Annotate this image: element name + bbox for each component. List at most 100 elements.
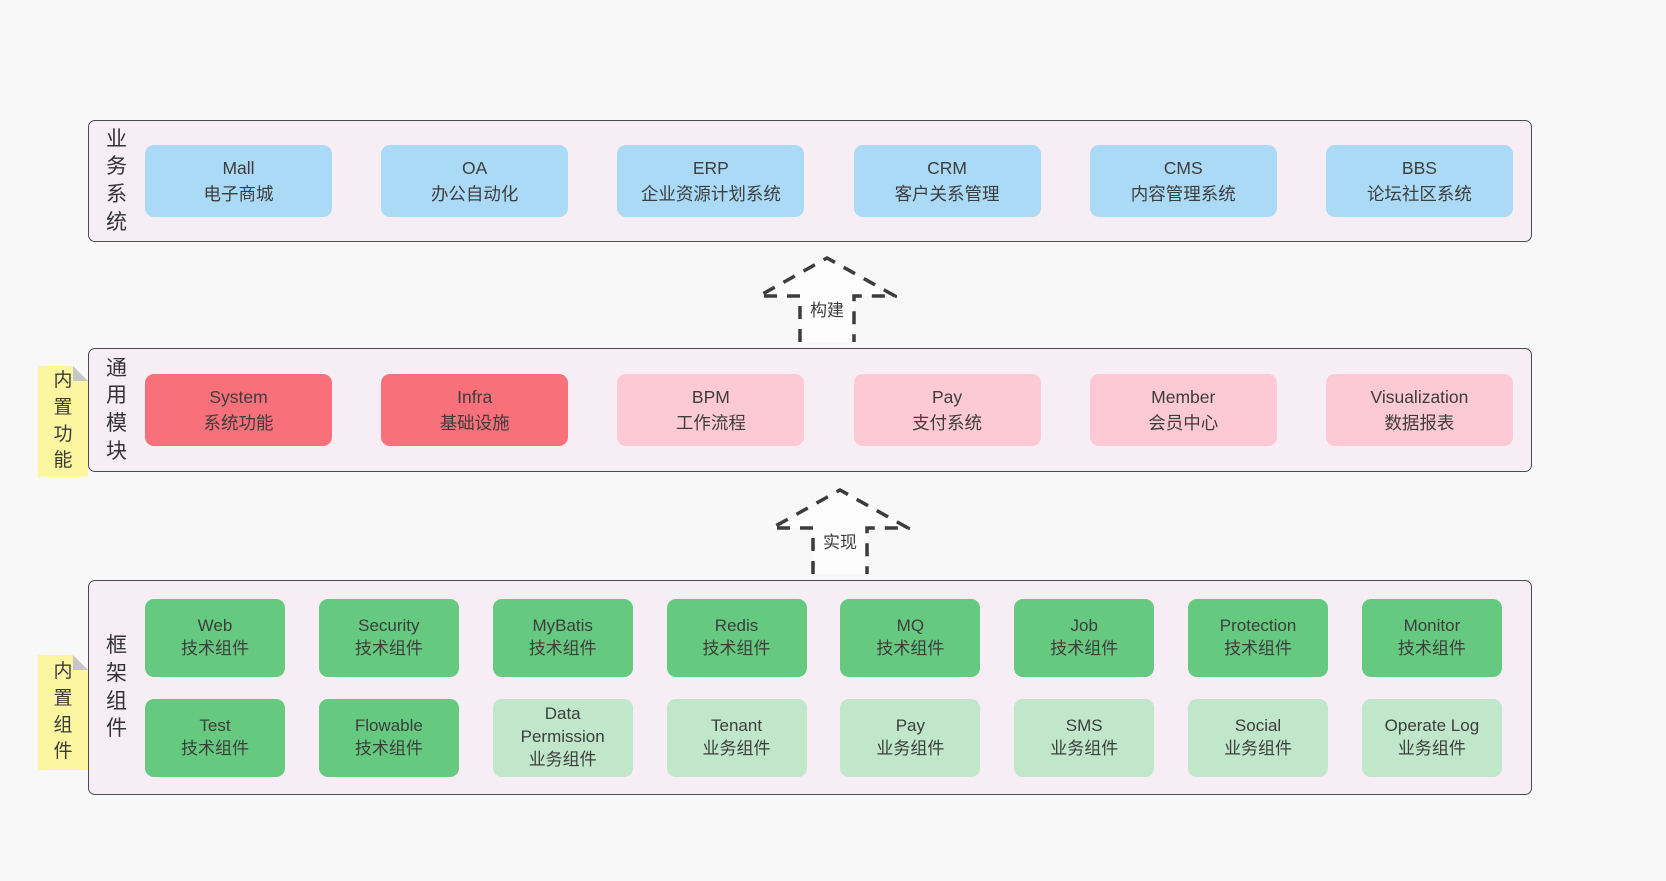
layer-common-modules-panel: 通用模块 System 系统功能 Infra 基础设施 BPM 工作流程 Pay… [88,348,1532,472]
box-operate-log: Operate Log 业务组件 [1361,698,1502,777]
layer-business-systems: 业务系统 Mall 电子商城 OA 办公自动化 ERP 企业资源计划系统 CRM… [88,120,1532,242]
box-title: ERP [692,157,729,178]
box-title: Pay [931,386,963,407]
box-title: CMS [1163,157,1203,178]
layer-title-framework-components: 框架组件 [89,581,145,794]
sticky-note-builtin-components: 内置组件 [38,655,88,770]
box-subtitle: 业务组件 [876,738,945,758]
implement-arrow-label: 实现 [820,528,860,553]
box-mq: MQ 技术组件 [840,598,981,677]
box-title: Flowable [354,715,423,735]
box-test: Test 技术组件 [145,698,285,777]
box-title: Infra [457,386,493,407]
box-subtitle: 企业资源计划系统 [640,184,781,204]
component-row-1: Web 技术组件 Security 技术组件 MyBatis 技术组件 Redi… [145,598,1502,677]
box-title: MyBatis [532,615,593,635]
sticky-note-text: 内置组件 [53,661,73,763]
sticky-note-builtin-features: 内置功能 [38,366,88,477]
sticky-note-text: 内置功能 [53,370,73,472]
box-redis: Redis 技术组件 [666,598,807,677]
box-title: BBS [1401,157,1437,178]
box-subtitle: 技术组件 [354,638,423,658]
box-subtitle: 技术组件 [702,638,771,658]
box-system: System 系统功能 [145,374,332,446]
layer-framework-components-panel: 框架组件 Web 技术组件 Security 技术组件 MyBatis 技术组件… [88,580,1532,795]
layer-title-common-modules: 通用模块 [89,349,145,471]
box-tenant: Tenant 业务组件 [666,698,807,777]
box-subtitle: 技术组件 [528,638,597,658]
box-title: Data Permission [520,704,605,747]
build-arrow: 构建 [757,256,897,342]
box-subtitle: 业务组件 [1224,738,1293,758]
box-pay: Pay 支付系统 [853,374,1041,446]
box-cms: CMS 内容管理系统 [1089,145,1277,217]
box-subtitle: 业务组件 [702,738,771,758]
box-subtitle: 技术组件 [1397,638,1466,658]
box-mall: Mall 电子商城 [145,145,332,217]
box-title: OA [462,157,488,178]
layer-business-systems-panel: 业务系统 Mall 电子商城 OA 办公自动化 ERP 企业资源计划系统 CRM… [88,120,1532,242]
box-title: Operate Log [1384,715,1480,735]
box-title: Test [199,715,231,735]
box-infra: Infra 基础设施 [381,374,569,446]
layer-common-modules: 内置功能 通用模块 System 系统功能 Infra 基础设施 BPM 工作流… [88,348,1532,472]
layer-framework-components: 内置组件 框架组件 Web 技术组件 Security 技术组件 MyBatis… [88,580,1532,795]
box-erp: ERP 企业资源计划系统 [617,145,805,217]
box-subtitle: 技术组件 [354,738,423,758]
box-title: SMS [1065,715,1103,735]
box-sms: SMS 业务组件 [1014,698,1155,777]
box-title: BPM [691,386,730,407]
box-monitor: Monitor 技术组件 [1361,598,1502,677]
box-security: Security 技术组件 [318,598,459,677]
box-data-permission: Data Permission 业务组件 [492,698,633,777]
business-boxes: Mall 电子商城 OA 办公自动化 ERP 企业资源计划系统 CRM 客户关系… [145,121,1513,241]
box-subtitle: 支付系统 [912,413,983,433]
box-title: Tenant [711,715,763,735]
box-subtitle: 技术组件 [876,638,945,658]
box-subtitle: 电子商城 [203,184,274,204]
box-subtitle: 办公自动化 [430,184,519,204]
component-grid: Web 技术组件 Security 技术组件 MyBatis 技术组件 Redi… [145,581,1502,794]
component-row-2: Test 技术组件 Flowable 技术组件 Data Permission … [145,698,1502,777]
box-mybatis: MyBatis 技术组件 [492,598,633,677]
box-title: Security [358,615,420,635]
box-subtitle: 基础设施 [439,413,510,433]
build-arrow-label: 构建 [807,296,847,321]
box-crm: CRM 客户关系管理 [853,145,1041,217]
box-title: System [209,386,268,407]
box-flowable: Flowable 技术组件 [318,698,459,777]
box-title: Redis [714,615,759,635]
box-member: Member 会员中心 [1089,374,1277,446]
box-oa: OA 办公自动化 [381,145,569,217]
box-visualization: Visualization 数据报表 [1325,374,1513,446]
box-social: Social 业务组件 [1188,698,1329,777]
box-title: Monitor [1403,615,1461,635]
box-title: Social [1234,715,1282,735]
box-title: Protection [1219,615,1297,635]
box-subtitle: 数据报表 [1384,413,1455,433]
implement-arrow: 实现 [770,488,910,574]
box-subtitle: 技术组件 [181,638,249,658]
box-subtitle: 会员中心 [1148,413,1219,433]
box-subtitle: 技术组件 [1224,638,1293,658]
box-subtitle: 工作流程 [675,413,746,433]
box-title: Job [1070,615,1098,635]
box-subtitle: 内容管理系统 [1130,184,1236,204]
box-bpm: BPM 工作流程 [617,374,805,446]
box-subtitle: 业务组件 [1050,738,1119,758]
box-subtitle: 技术组件 [181,738,249,758]
box-protection: Protection 技术组件 [1188,598,1329,677]
box-title: CRM [927,157,967,178]
box-subtitle: 论坛社区系统 [1366,184,1472,204]
box-title: Web [197,615,233,635]
box-title: Pay [895,715,926,735]
box-subtitle: 客户关系管理 [894,184,1000,204]
layer-title-text: 业务系统 [106,127,128,234]
box-title: Member [1151,386,1216,407]
box-web: Web 技术组件 [145,598,285,677]
module-boxes: System 系统功能 Infra 基础设施 BPM 工作流程 Pay 支付系统… [145,349,1513,471]
box-subtitle: 技术组件 [1050,638,1119,658]
box-title: Visualization [1370,386,1469,407]
box-subtitle: 业务组件 [528,749,597,769]
box-title: MQ [896,615,925,635]
